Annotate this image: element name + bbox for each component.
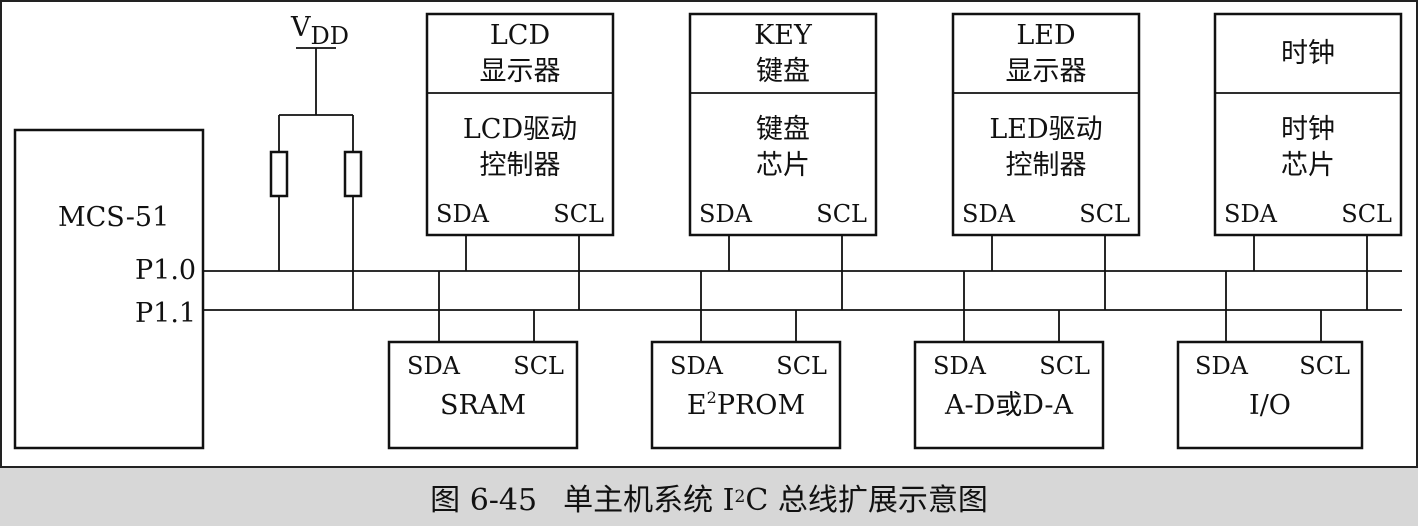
clock-body-line2: 芯片 <box>1281 150 1335 181</box>
led-head-line2: 显示器 <box>1006 56 1087 87</box>
lcd-body-line2: 控制器 <box>480 150 561 181</box>
sram-name: SRAM <box>440 390 526 421</box>
key-sda-label: SDA <box>699 200 753 228</box>
io-sda-label: SDA <box>1195 352 1249 380</box>
lcd-box <box>425 12 615 237</box>
top-device-clock: 时钟 时钟 芯片 SDA SCL <box>1213 12 1403 310</box>
pullup-resistor-sda <box>269 150 289 198</box>
clock-box <box>1213 12 1403 237</box>
led-sda-label: SDA <box>962 200 1016 228</box>
key-head-line1: KEY <box>754 20 813 51</box>
key-head-line2: 键盘 <box>756 56 810 87</box>
led-box <box>951 12 1141 237</box>
adda-box <box>913 340 1105 450</box>
led-body-line1: LED驱动 <box>989 114 1102 145</box>
pin-p10-label: P1.0 <box>135 255 196 286</box>
top-device-lcd: LCD 显示器 LCD驱动 控制器 SDA SCL <box>425 12 615 310</box>
key-body-line1: 键盘 <box>756 114 810 145</box>
lcd-sda-label: SDA <box>436 200 490 228</box>
eeprom-box <box>650 340 842 450</box>
sram-scl-label: SCL <box>513 352 564 380</box>
vdd-label: VDD <box>290 12 349 50</box>
caption-title-sup: 2 <box>734 487 746 507</box>
caption-title-pre: 单主机系统 I <box>563 483 735 518</box>
top-device-led: LED 显示器 LED驱动 控制器 SDA SCL <box>951 12 1141 310</box>
io-scl-label: SCL <box>1299 352 1350 380</box>
key-box <box>688 12 878 237</box>
sram-sda-label: SDA <box>407 352 461 380</box>
pin-p11-label: P1.1 <box>135 298 196 329</box>
led-scl-label: SCL <box>1079 200 1130 228</box>
clock-sda-label: SDA <box>1224 200 1278 228</box>
lcd-head-line1: LCD <box>490 20 550 51</box>
pullup-network: VDD <box>269 12 363 310</box>
bottom-device-eeprom: SDA SCL E2PROM <box>650 271 842 450</box>
led-head-line1: LED <box>1016 20 1075 51</box>
mcs51-box <box>13 128 205 450</box>
key-scl-label: SCL <box>816 200 867 228</box>
clock-scl-label: SCL <box>1341 200 1392 228</box>
bottom-device-sram: SDA SCL SRAM <box>387 271 579 450</box>
adda-sda-label: SDA <box>933 352 987 380</box>
key-body-line2: 芯片 <box>756 150 810 181</box>
lcd-head-line2: 显示器 <box>480 56 561 87</box>
caption-title-post: C 总线扩展示意图 <box>745 483 988 518</box>
bottom-device-adda: SDA SCL A-D或D-A <box>913 271 1105 450</box>
top-device-key: KEY 键盘 键盘 芯片 SDA SCL <box>688 12 878 310</box>
mcs51-label: MCS-51 <box>58 202 169 233</box>
adda-name: A-D或D-A <box>944 390 1074 421</box>
led-body-line2: 控制器 <box>1006 150 1087 181</box>
i2c-bus-diagram: MCS-51 P1.0 P1.1 VDD LCD 显示器 LCD驱动 控制器 S… <box>13 12 1403 450</box>
eeprom-name: E2PROM <box>687 388 805 421</box>
clock-body-line1: 时钟 <box>1281 114 1335 145</box>
bottom-device-io: SDA SCL I/O <box>1176 271 1364 450</box>
lcd-scl-label: SCL <box>553 200 604 228</box>
adda-scl-label: SCL <box>1039 352 1090 380</box>
caption-figure-number: 图 6-45 <box>430 483 538 518</box>
io-box <box>1176 340 1364 450</box>
eeprom-scl-label: SCL <box>776 352 827 380</box>
clock-head-line1: 时钟 <box>1281 38 1335 69</box>
pullup-resistor-scl <box>343 150 363 198</box>
lcd-body-line1: LCD驱动 <box>463 114 577 145</box>
eeprom-sda-label: SDA <box>670 352 724 380</box>
sram-box <box>387 340 579 450</box>
io-name: I/O <box>1249 390 1291 421</box>
